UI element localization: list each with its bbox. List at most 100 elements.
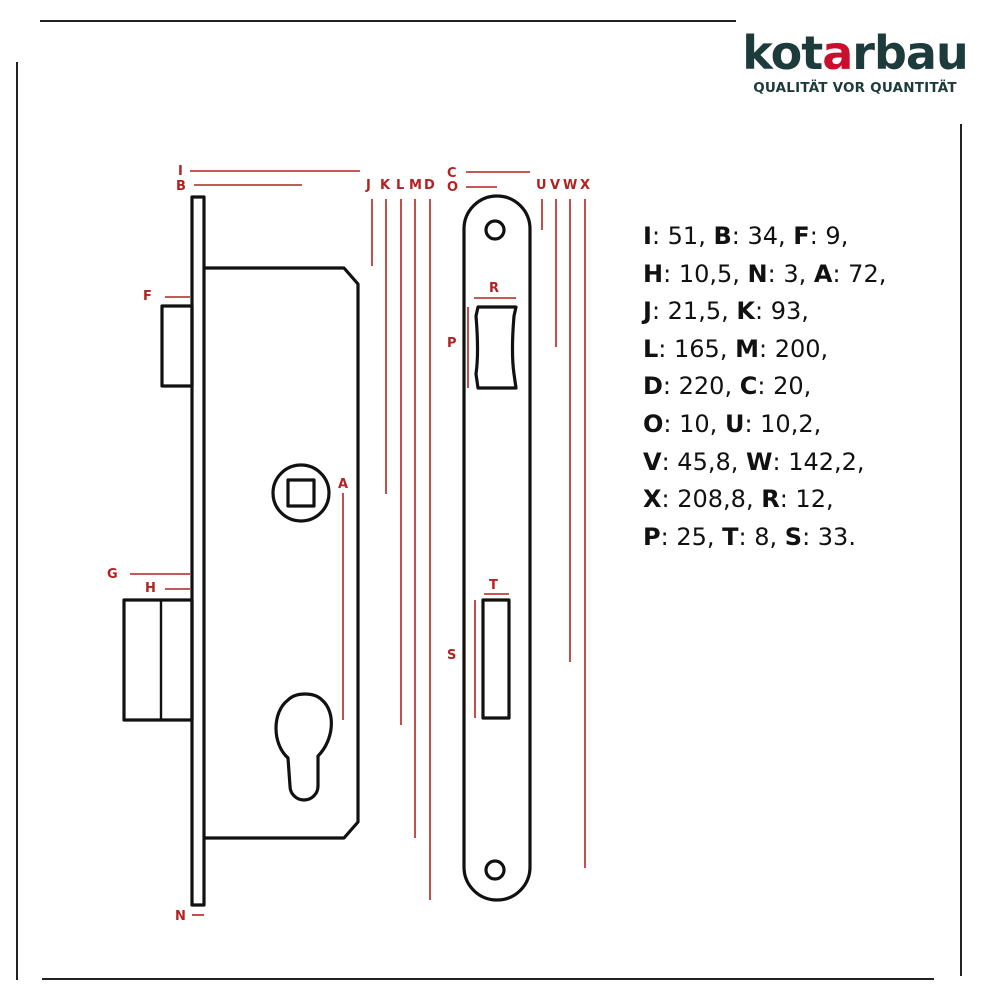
label-A: A — [338, 477, 348, 492]
label-M: M — [409, 178, 422, 193]
spec-line: P: 25, T: 8, S: 33. — [643, 522, 856, 551]
brand-name-suffix: rbau — [852, 26, 968, 80]
top-screw-hole — [484, 219, 506, 241]
spec-value: 72 — [848, 259, 879, 288]
spec-line: L: 165, M: 200, — [643, 334, 829, 363]
spec-line: O: 10, U: 10,2, — [643, 409, 822, 438]
spec-key: P — [643, 522, 661, 551]
label-J: J — [365, 178, 371, 193]
spec-key: R — [761, 485, 780, 514]
spec-value: 9 — [825, 222, 841, 250]
spec-key: C — [739, 372, 758, 401]
spec-key: V — [643, 447, 662, 476]
spec-value: 208,8 — [677, 485, 746, 514]
faceplate — [190, 195, 206, 907]
label-O: O — [447, 180, 458, 195]
dimension-lines — [130, 170, 586, 916]
spec-key: N — [747, 259, 768, 288]
label-F: F — [143, 289, 152, 304]
spec-key: A — [813, 259, 833, 288]
brand-logo: kotarbau QUALITÄT VOR QUANTITÄT — [740, 30, 970, 96]
spec-key: U — [724, 409, 745, 438]
spec-key: L — [643, 334, 659, 363]
dimension-spec-list: I: 51, B: 34, F: 9, H: 10,5, N: 3, A: 72,… — [643, 218, 886, 556]
spec-key: D — [643, 372, 663, 401]
label-S: S — [447, 648, 456, 663]
brand-name: kotarbau — [740, 30, 970, 76]
label-C: C — [447, 166, 457, 181]
label-N: N — [175, 909, 186, 924]
spec-key: M — [735, 334, 759, 363]
frame-bottom-line — [42, 978, 934, 980]
spec-value: 165 — [674, 334, 720, 363]
bottom-screw-hole — [484, 859, 506, 881]
spec-line: J: 21,5, K: 93, — [643, 297, 809, 326]
frame-right-line — [960, 124, 962, 976]
brand-tagline: QUALITÄT VOR QUANTITÄT — [753, 80, 957, 96]
cylinder-keyhole — [274, 692, 333, 802]
dead-bolt — [122, 598, 194, 722]
label-X: X — [580, 178, 590, 193]
latch-bolt — [160, 304, 194, 388]
spec-value: 51 — [667, 222, 699, 250]
label-K: K — [380, 178, 391, 193]
spec-value: 45,8 — [677, 447, 731, 476]
lock-case — [204, 266, 360, 840]
dimension-labels: I B F G H N A J K L M D C O U V W X R P … — [107, 164, 590, 924]
spec-key: W — [746, 447, 773, 476]
spec-value: 20 — [773, 372, 804, 401]
spec-value: 142,2 — [788, 447, 857, 476]
brand-name-accent: a — [822, 26, 853, 80]
spec-value: 34 — [747, 222, 779, 250]
spec-value: 200 — [774, 334, 821, 363]
label-R: R — [489, 281, 499, 296]
spec-value: 21,5 — [667, 297, 722, 326]
strike-plate-group — [462, 194, 532, 902]
spec-key: H — [643, 259, 664, 288]
spec-value: 25 — [676, 522, 707, 551]
spec-key: F — [793, 222, 810, 250]
spec-value: 10 — [679, 409, 710, 438]
spec-value: 220 — [678, 372, 725, 401]
spec-value: 8 — [754, 522, 770, 551]
spec-value: 12 — [795, 485, 826, 514]
spec-line: I: 51, B: 34, F: 9, — [643, 222, 849, 250]
spindle-square-hole — [286, 478, 316, 508]
spec-value: 10,2 — [760, 409, 814, 438]
spec-key: T — [722, 522, 739, 551]
spec-key: O — [643, 409, 664, 438]
latch-opening — [474, 305, 518, 390]
frame-left-line — [16, 62, 18, 980]
frame-top-line — [40, 20, 736, 22]
spindle-hub — [271, 463, 331, 523]
spec-line: H: 10,5, N: 3, A: 72, — [643, 259, 887, 288]
bolt-opening — [481, 598, 511, 720]
spec-line: D: 220, C: 20, — [643, 372, 812, 401]
label-V: V — [550, 178, 560, 193]
label-D: D — [424, 178, 435, 193]
label-B: B — [176, 179, 186, 194]
label-P: P — [447, 336, 457, 351]
label-H: H — [145, 581, 156, 596]
label-U: U — [536, 178, 547, 193]
spec-key: B — [713, 222, 732, 250]
spec-key: I — [643, 222, 652, 250]
mortise-lock — [122, 195, 360, 907]
spec-value: 33 — [817, 522, 849, 551]
spec-value: 93 — [770, 297, 802, 326]
spec-line: V: 45,8, W: 142,2, — [643, 447, 865, 476]
strike-plate — [462, 194, 532, 902]
brand-name-prefix: kot — [742, 26, 823, 80]
spec-key: X — [643, 485, 662, 514]
spec-key: J — [643, 297, 652, 326]
spec-key: K — [736, 297, 755, 326]
label-G: G — [107, 567, 118, 582]
label-L: L — [396, 178, 404, 193]
spec-value: 10,5 — [678, 259, 733, 288]
spec-value: 3 — [783, 259, 799, 288]
label-T: T — [489, 578, 498, 593]
spec-key: S — [784, 522, 803, 551]
label-W: W — [563, 178, 577, 193]
spec-line: X: 208,8, R: 12, — [643, 485, 834, 514]
